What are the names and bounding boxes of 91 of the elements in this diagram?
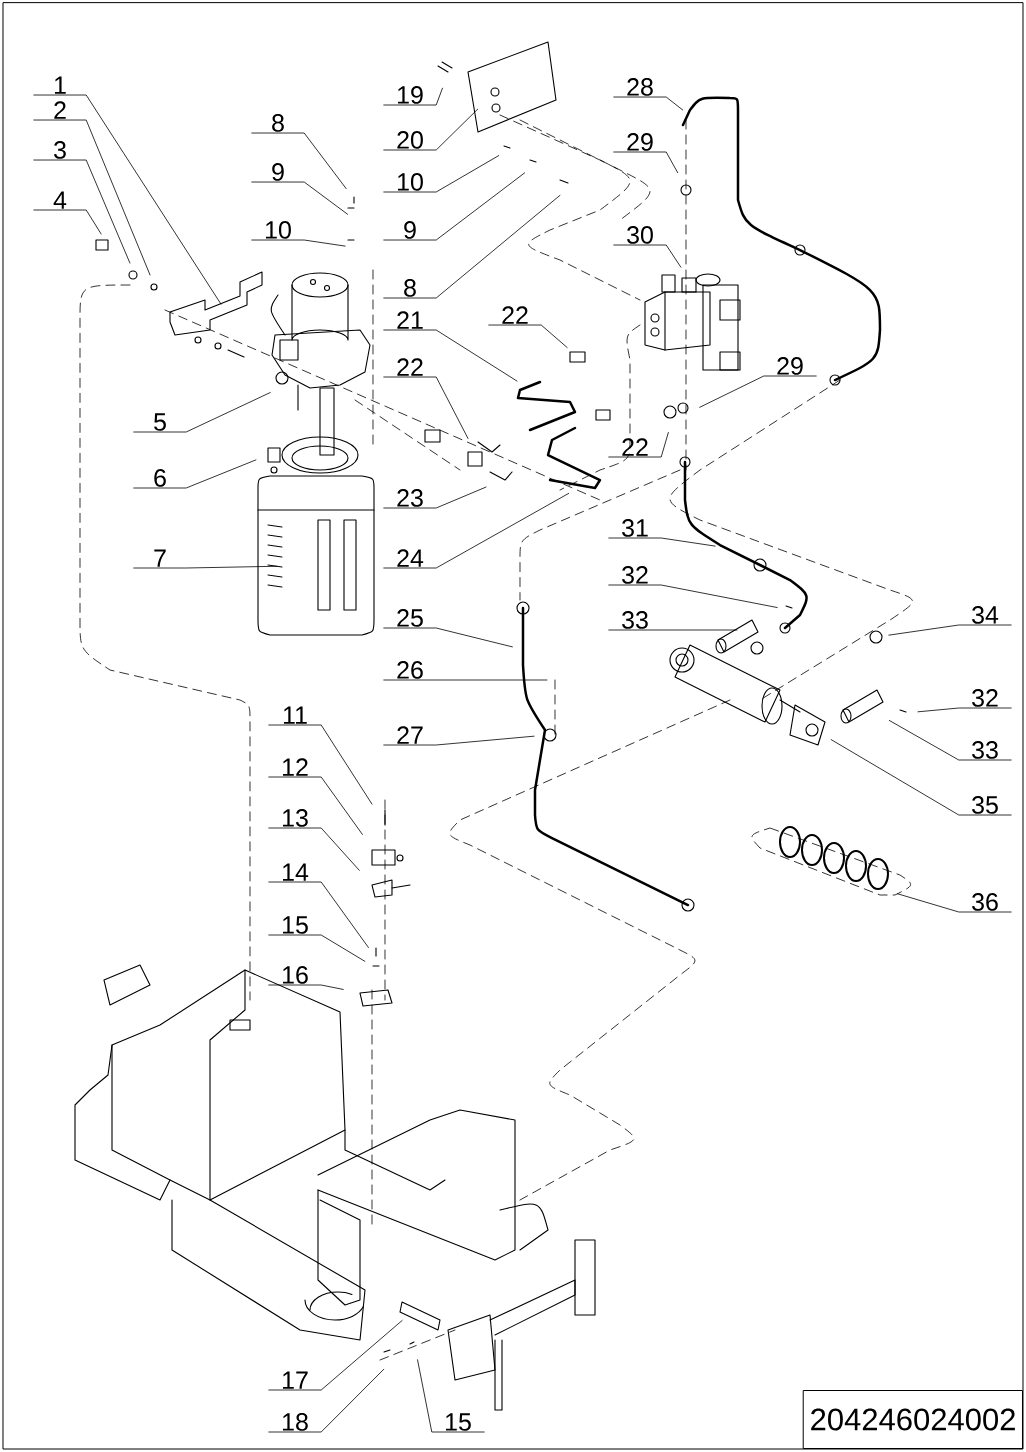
callout-number: 3 [54, 141, 66, 159]
callout-number: 23 [397, 489, 423, 507]
callout-number: 31 [622, 519, 648, 537]
callout-number: 15 [446, 1413, 471, 1431]
leader-line [383, 108, 479, 151]
callout-number: 8 [404, 279, 416, 297]
callout-number: 7 [154, 549, 166, 567]
callout-number: 29 [627, 133, 653, 151]
callout-number: 26 [397, 661, 423, 679]
leader-line [383, 486, 487, 509]
leader-line [268, 1368, 385, 1433]
callout-number: 30 [627, 226, 653, 244]
leader-line [268, 776, 363, 835]
leader-line [383, 735, 535, 746]
callout-number: 22 [397, 358, 423, 376]
callout-number: 1 [54, 76, 66, 94]
callout-number: 33 [622, 611, 648, 629]
leader-line [608, 432, 669, 458]
leader-line [383, 194, 561, 299]
leader-line [897, 893, 1012, 913]
leader-line [383, 376, 469, 439]
leader-line [33, 119, 151, 276]
leader-line [133, 459, 257, 489]
callout-number: 36 [972, 893, 998, 911]
callout-number: 13 [283, 809, 308, 827]
callout-number: 22 [502, 306, 528, 324]
leader-line [383, 155, 500, 193]
callout-number: 20 [397, 131, 423, 149]
leader-line [133, 392, 271, 433]
leader-line [608, 584, 778, 608]
leader-line [33, 159, 131, 264]
callout-number: 25 [397, 609, 423, 627]
leader-line [33, 94, 222, 305]
leader-line [383, 493, 570, 569]
callout-number: 9 [272, 163, 284, 181]
callout-number: 9 [404, 221, 416, 239]
leader-line [613, 244, 682, 268]
callout-number: 24 [397, 549, 424, 567]
leader-line [608, 629, 738, 631]
callout-number: 35 [972, 796, 998, 814]
leader-line [33, 209, 102, 235]
leader-line [268, 827, 360, 871]
callout-number: 22 [622, 438, 648, 456]
leader-line [383, 679, 548, 681]
callout-number: 12 [283, 758, 308, 776]
leader-line [133, 565, 278, 569]
leader-line [251, 181, 348, 215]
callout-number: 16 [283, 966, 308, 984]
callout-number: 10 [266, 221, 291, 239]
leader-line [888, 624, 1012, 636]
leader-line [613, 96, 684, 111]
callout-number: 28 [627, 78, 653, 96]
leader-line [268, 934, 366, 962]
callout-number: 18 [283, 1413, 308, 1431]
leader-line [383, 172, 526, 241]
leader-line [268, 724, 373, 805]
leader-line [488, 324, 568, 348]
leader-line [417, 1359, 485, 1433]
callout-number: 4 [53, 191, 67, 209]
callout-number: 8 [272, 114, 284, 132]
leader-line [699, 375, 817, 408]
leader-line [383, 627, 513, 648]
callout-number: 32 [972, 689, 998, 707]
callout-number: 15 [283, 916, 308, 934]
callout-number: 14 [283, 863, 309, 881]
callout-number: 33 [972, 741, 998, 759]
leader-line [888, 720, 1012, 761]
leader-line [917, 707, 1012, 713]
leader-line [613, 151, 679, 174]
callout-number: 29 [777, 357, 803, 375]
callout-number: 10 [398, 173, 423, 191]
callout-number: 34 [972, 606, 999, 624]
callout-number: 32 [622, 566, 648, 584]
drawing-number: 204246024002 [803, 1390, 1023, 1449]
callout-number: 2 [54, 101, 66, 119]
callout-number: 6 [154, 469, 166, 487]
callout-number: 17 [283, 1371, 308, 1389]
leader-line [251, 132, 347, 190]
leader-line [268, 1320, 403, 1391]
callout-number: 5 [154, 413, 166, 431]
leader-line [383, 329, 518, 382]
leader-line [268, 984, 344, 990]
leader-line [383, 87, 443, 106]
leader-line [608, 537, 716, 547]
leader-line [251, 239, 346, 247]
leader-line [830, 739, 1012, 816]
callout-number: 27 [397, 726, 423, 744]
callout-number: 11 [283, 706, 307, 724]
callout-number: 19 [398, 86, 423, 104]
callout-number: 21 [397, 311, 423, 329]
leader-line [268, 881, 369, 948]
